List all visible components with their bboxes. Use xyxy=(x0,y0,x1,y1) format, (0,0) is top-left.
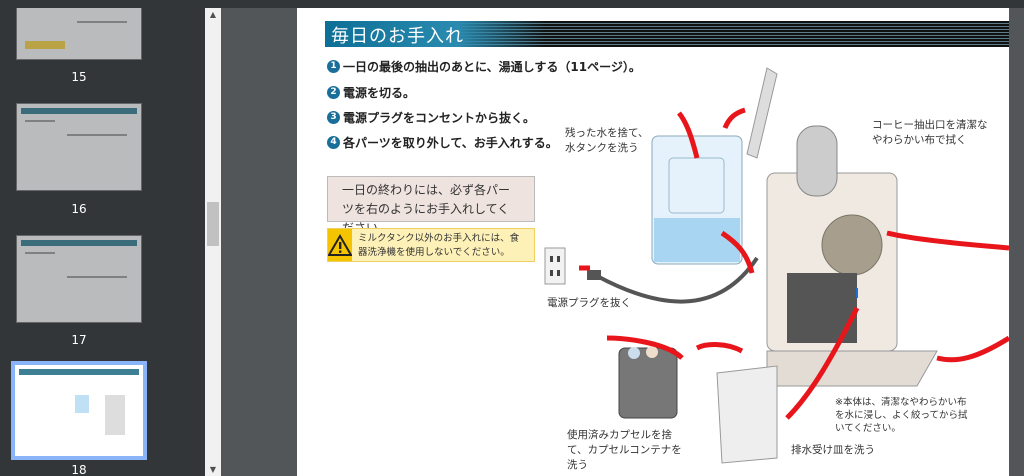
caption-body-note: ※本体は、清潔なやわらかい布を水に浸し、よく絞ってから拭いてください。 xyxy=(835,397,968,434)
caption-capsule: 使用済みカプセルを捨て、カプセルコンテナを洗う xyxy=(567,429,682,471)
thumbnail-label: 18 xyxy=(71,463,87,476)
scrollbar-thumb[interactable] xyxy=(207,202,219,246)
page-thumbnail-15[interactable] xyxy=(16,8,142,60)
thumbnail-label: 17 xyxy=(71,333,87,347)
caption-nozzle: コーヒー抽出口を清潔なやわらかい布で拭く xyxy=(872,119,988,146)
water-tank-image xyxy=(651,135,743,265)
page-thumbnail-18[interactable] xyxy=(11,361,147,460)
scroll-up-icon[interactable]: ▲ xyxy=(209,10,217,19)
caption-drip-tray: 排水受け皿を洗う xyxy=(791,444,875,456)
caption-plug: 電源プラグを抜く xyxy=(547,297,631,309)
drip-tray-image xyxy=(716,365,778,464)
wall-outlet-image xyxy=(544,247,566,285)
page-title: 毎日のお手入れ xyxy=(331,26,464,47)
daily-care-note: 一日の終わりには、必ず各パーツを右のようにお手入れしてください。 xyxy=(327,176,535,235)
sidebar-scrollbar[interactable]: ▲ ▼ xyxy=(205,8,221,476)
caption-water-tank: 残った水を捨て、水タンクを洗う xyxy=(565,127,649,154)
warning-icon xyxy=(328,229,352,261)
warning-box: ミルクタンク以外のお手入れには、食器洗浄機を使用しないでください。 xyxy=(327,228,535,262)
page-thumbnail-17[interactable] xyxy=(16,235,142,323)
viewer-background xyxy=(1009,8,1024,476)
thumbnail-label: 16 xyxy=(71,202,87,216)
page-thumbnail-16[interactable] xyxy=(16,103,142,191)
title-band xyxy=(325,21,1009,47)
thumbnail-label: 15 xyxy=(71,70,87,84)
scroll-down-icon[interactable]: ▼ xyxy=(209,465,217,474)
top-toolbar xyxy=(0,0,1024,8)
capsule-container-image xyxy=(618,346,678,419)
tank-lid-image xyxy=(746,67,778,159)
thumbnail-sidebar: 15 16 17 18 xyxy=(0,8,205,476)
red-arrows xyxy=(579,107,1009,420)
coffee-machine-image xyxy=(766,125,938,387)
